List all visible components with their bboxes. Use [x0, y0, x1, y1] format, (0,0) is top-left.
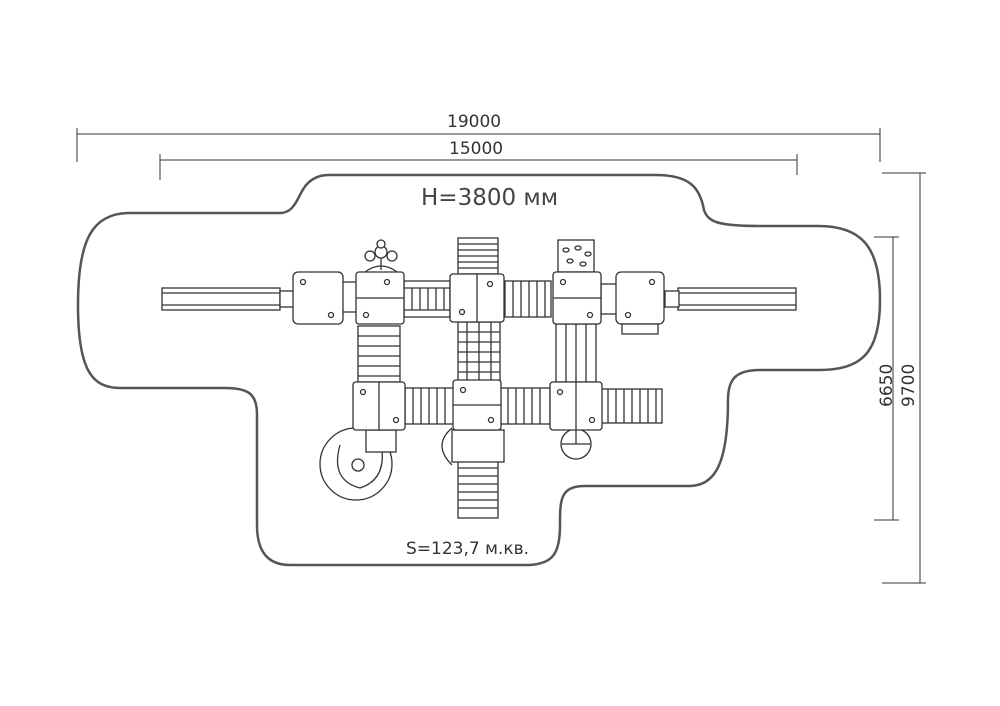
middle-walkways: [357, 321, 597, 383]
tower-top-5: [615, 271, 665, 335]
top-ladder: [457, 237, 499, 275]
dimension-depth-total: 9700: [899, 363, 919, 407]
height-label: H=3800 мм: [421, 185, 559, 211]
bottom-connectors: [404, 387, 663, 425]
spiral-slide: [319, 427, 397, 501]
bottom-ladder: [451, 429, 505, 519]
dimension-lines: [76, 128, 926, 584]
steering-wheel: [560, 428, 592, 460]
tower-top-3: [449, 273, 505, 323]
top-connectors: [341, 280, 618, 318]
tower-top-2: [355, 271, 405, 325]
tower-top-4: [552, 271, 602, 325]
dimension-depth-inner: 6650: [877, 363, 897, 407]
left-tunnel: [161, 287, 295, 311]
tower-bottom-3: [549, 381, 603, 431]
tower-bottom-2: [452, 379, 502, 431]
half-round-panel: [441, 427, 453, 466]
dimension-width-inner: 15000: [449, 139, 504, 159]
dimension-width-total: 19000: [447, 112, 502, 132]
flower-decoration: [364, 239, 398, 273]
climbing-wall: [557, 239, 595, 273]
right-tunnel: [664, 287, 797, 311]
playground-equipment: [161, 237, 797, 519]
safety-zone-outline: [76, 173, 882, 567]
tower-top-1: [292, 271, 344, 325]
tower-bottom-1: [352, 381, 406, 431]
area-label: S=123,7 м.кв.: [406, 539, 530, 559]
